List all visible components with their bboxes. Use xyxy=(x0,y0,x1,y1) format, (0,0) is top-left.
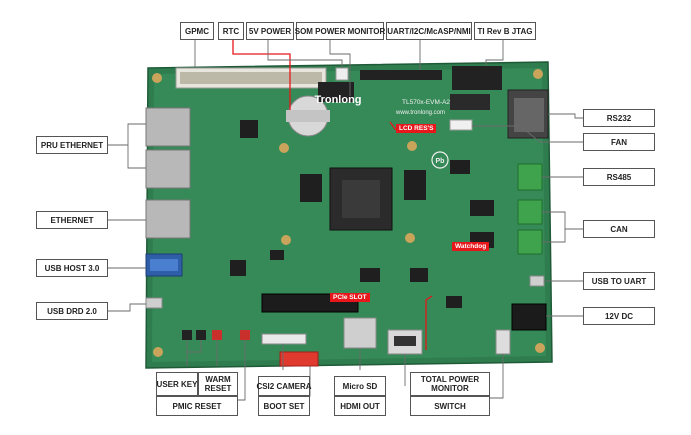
pru-ethernet-port-1 xyxy=(145,107,191,147)
mount-hole xyxy=(281,235,291,245)
user-key-button xyxy=(182,330,192,340)
mount-hole xyxy=(407,141,417,151)
label-fan: FAN xyxy=(583,133,655,151)
label-hdmi-out: HDMI OUT xyxy=(334,396,386,416)
power-switch xyxy=(495,329,511,355)
mount-hole xyxy=(535,343,545,353)
label-12v-dc: 12V DC xyxy=(583,307,655,325)
mount-hole xyxy=(152,73,162,83)
label-pru-ethernet: PRU ETHERNET xyxy=(36,136,108,154)
leader-lines xyxy=(108,40,583,401)
label-micro-sd: Micro SD xyxy=(334,376,386,396)
red-callout-lines xyxy=(232,40,433,350)
watchdog-tag: Watchdog xyxy=(452,242,490,251)
usb-uart-port xyxy=(529,275,545,287)
pru-ethernet-port-2 xyxy=(145,149,191,189)
label-user-key: USER KEY xyxy=(156,372,198,396)
mount-hole xyxy=(405,233,415,243)
boot-dip-switch xyxy=(279,351,319,367)
ethernet-port xyxy=(145,199,191,239)
can-terminal-2 xyxy=(517,229,543,255)
micro-sd-slot xyxy=(343,317,377,349)
label-som-power-monitor: SOM POWER MONITOR xyxy=(295,22,385,40)
label-usb-to-uart: USB TO UART xyxy=(583,272,655,290)
label-gpmc: GPMC xyxy=(180,22,214,40)
board-model: TL570x-EVM-A2 xyxy=(402,99,450,106)
label-switch: SWITCH xyxy=(410,396,490,416)
warm-reset-button xyxy=(212,330,222,340)
label-warm-reset: WARM RESET xyxy=(198,372,238,396)
mount-hole xyxy=(533,69,543,79)
label-csi2-camera: CSI2 CAMERA xyxy=(256,376,312,396)
label-pmic-reset: PMIC RESET xyxy=(156,396,238,416)
mount-hole xyxy=(279,143,289,153)
svg-text:Pb: Pb xyxy=(436,158,445,165)
power-5v-connector xyxy=(335,67,349,81)
label-rtc: RTC xyxy=(218,22,244,40)
dc-12v-jack xyxy=(511,303,547,331)
csi2-connector xyxy=(261,333,307,345)
label-usb-host: USB HOST 3.0 xyxy=(36,259,108,277)
pcie-slot-tag: PCIe SLOT xyxy=(330,293,370,302)
label-rs232: RS232 xyxy=(583,109,655,127)
rs485-terminal xyxy=(517,163,543,191)
lcd-res-tag: LCD RES'S xyxy=(396,124,437,133)
label-boot-set: BOOT SET xyxy=(258,396,310,416)
label-total-power-monitor: TOTAL POWER MONITOR xyxy=(410,372,490,396)
jtag-header xyxy=(452,66,502,90)
label-5v-power: 5V POWER xyxy=(246,22,294,40)
can-terminal-1 xyxy=(517,199,543,225)
fan-connector xyxy=(449,119,473,131)
label-usb-drd: USB DRD 2.0 xyxy=(36,302,108,320)
label-rs485: RS485 xyxy=(583,168,655,186)
usb-drd-port xyxy=(145,297,163,309)
label-uart-i2c: UART/I2C/McASP/NMI xyxy=(386,22,472,40)
label-ti-jtag: TI Rev B JTAG xyxy=(474,22,536,40)
mount-hole xyxy=(153,347,163,357)
label-can: CAN xyxy=(583,220,655,238)
board-brand: Tronlong xyxy=(314,94,361,106)
label-ethernet: ETHERNET xyxy=(36,211,108,229)
uart-header xyxy=(360,70,442,80)
board-url: www.tronlong.com xyxy=(395,110,445,116)
pb-free-icon xyxy=(431,151,449,169)
pmic-reset-button xyxy=(240,330,250,340)
